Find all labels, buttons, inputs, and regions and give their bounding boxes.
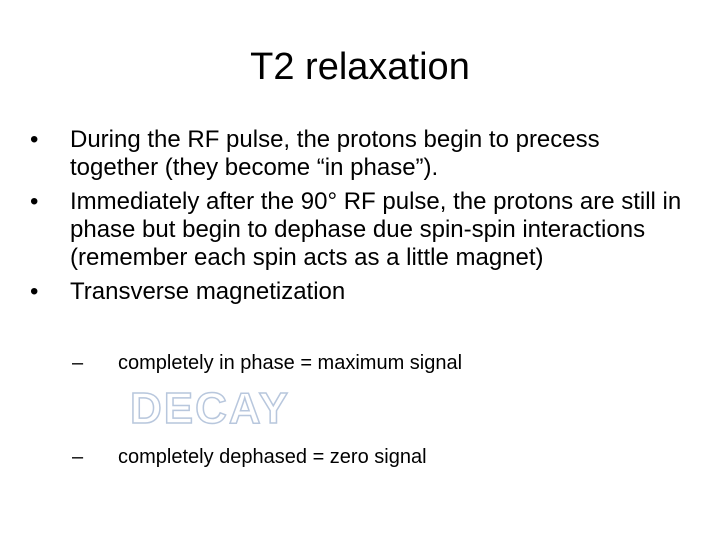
dash-marker: – — [72, 352, 84, 374]
bullet-marker: • — [30, 126, 39, 153]
sub-item-in-phase: – completely in phase = maximum signal — [72, 350, 692, 376]
sub-item-text: completely dephased = zero signal — [118, 446, 427, 468]
bullet-text: Transverse magnetization — [70, 278, 346, 305]
dash-marker: – — [72, 446, 84, 468]
bullet-marker: • — [30, 188, 39, 215]
sub-item-dephased: – completely dephased = zero signal — [72, 444, 692, 470]
sub-item-text: completely in phase = maximum signal — [118, 352, 463, 374]
slide-title: T2 relaxation — [250, 46, 470, 88]
bullet-list: • During the RF pulse, the protons begin… — [30, 126, 690, 312]
bullet-item: • Transverse magnetization — [30, 278, 690, 306]
bullet-item: • During the RF pulse, the protons begin… — [30, 126, 690, 182]
bullet-text: During the RF pulse, the protons begin t… — [70, 126, 600, 181]
decay-wordart: DECAY — [129, 383, 290, 434]
bullet-text: Immediately after the 90° RF pulse, the … — [70, 188, 682, 271]
bullet-item: • Immediately after the 90° RF pulse, th… — [30, 188, 690, 272]
bullet-marker: • — [30, 278, 39, 305]
